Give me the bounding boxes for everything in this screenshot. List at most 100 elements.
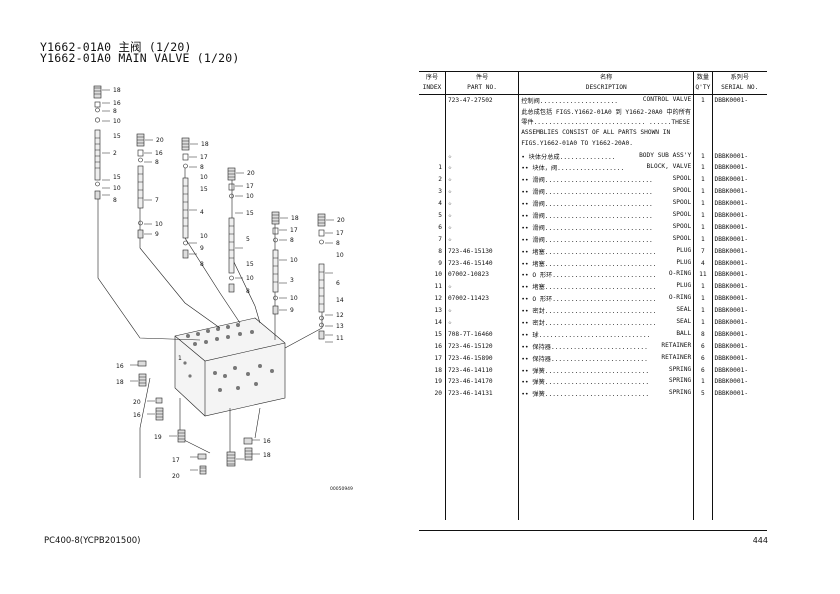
table-row: 5☆•• 滑阀.............................SPOO… [419,209,767,222]
cell-index: 19 [434,378,442,386]
cell-qty: 1 [693,94,713,107]
spool-column-4 [227,167,236,293]
svg-text:18: 18 [263,452,271,459]
cell-description: •• 堵塞..............................PLUG [518,257,694,269]
cell-index: 4 [438,200,442,208]
cell-serial: DBBK0001- [711,257,767,269]
table-bottom-rule [419,530,767,531]
svg-text:17: 17 [246,183,254,190]
svg-text:15: 15 [246,261,254,268]
cell-description: •• 保持器..........................RETAINER [518,352,694,365]
spool-column-1 [93,85,102,200]
svg-text:10: 10 [113,118,121,125]
svg-text:13: 13 [336,323,344,330]
cell-part-no: ☆ [444,209,519,222]
cell-serial: DBBK0001- [711,161,767,174]
cell-part-no: ☆ [444,197,519,210]
cell-index: 7 [438,235,442,243]
table-filler-row [419,399,767,520]
valve-block [174,317,286,417]
cell-index: 17 [434,354,442,362]
cell-index: 20 [434,390,442,398]
svg-text:9: 9 [200,245,204,252]
cell-qty: 1 [693,233,713,246]
cell-index: 13 [434,307,442,315]
svg-text:10: 10 [336,252,344,259]
svg-text:5: 5 [246,236,250,243]
cell-qty: 6 [693,364,713,376]
cell-serial: DBBK0001- [711,304,767,317]
cell-serial: DBBK0001- [711,376,767,388]
cell-description: •• 堵塞..............................PLUG [518,245,694,258]
cell-qty: 1 [693,150,713,162]
assembly-note-row: 此总成包括 FIGS.Y1662-01A0 到 Y1662-20A0 中的所有零… [419,106,767,151]
svg-text:18: 18 [201,141,209,148]
svg-text:16: 16 [263,438,271,445]
svg-text:10: 10 [200,174,208,181]
table-row: 7☆•• 滑阀.............................SPOO… [419,233,767,246]
cell-description: •• 弹簧............................SPRING [518,364,694,376]
cell-serial: DBBK0001- [711,173,767,186]
svg-text:12: 12 [336,312,344,319]
table-row: 14☆•• 密封..............................SE… [419,316,767,329]
svg-text:2: 2 [113,150,117,157]
svg-text:16: 16 [116,363,124,370]
svg-text:8: 8 [113,197,117,204]
svg-text:7: 7 [155,197,159,204]
svg-text:3: 3 [290,277,294,284]
cell-index: 2 [438,176,442,184]
cell-qty: 1 [693,304,713,317]
cell-description: •• 滑阀.............................SPOOL [518,185,694,198]
svg-text:10: 10 [290,257,298,264]
svg-text:18: 18 [291,215,299,222]
svg-text:16: 16 [133,412,141,419]
cell-part-no: 07002-11423 [444,292,519,305]
page-title-en: Y1662-01A0 MAIN VALVE (1/20) [40,51,240,65]
cell-qty: 1 [693,316,713,329]
svg-text:16: 16 [155,150,163,157]
assembly-note: 此总成包括 FIGS.Y1662-01A0 到 Y1662-20A0 中的所有零… [518,106,694,151]
cell-qty: 1 [693,209,713,222]
cell-part-no: 723-46-14110 [444,364,519,376]
spool-column-6 [317,213,326,340]
svg-text:8: 8 [200,261,204,268]
cell-qty: 5 [693,387,713,400]
cell-serial: DBBK0001- [711,280,767,293]
cell-description: •• 滑阀.............................SPOOL [518,221,694,234]
drawing-code: 00050949 [330,486,353,492]
cell-part-no: ☆ [444,304,519,317]
cell-serial: DBBK0001- [711,340,767,353]
svg-text:15: 15 [246,210,254,217]
cell-qty: 1 [693,376,713,388]
cell-index: 14 [434,318,442,326]
cell-qty: 6 [693,352,713,365]
cell-qty: 1 [693,280,713,293]
cell-part-no: ☆ [444,150,519,162]
cell-index: 5 [438,211,442,219]
cell-index: 10 [434,271,442,279]
cell-description: •• O 形环............................O-RIN… [518,268,694,281]
cell-part-no: ☆ [444,185,519,198]
cell-description: •• 滑阀.............................SPOOL [518,233,694,246]
cell-index: 9 [438,259,442,267]
svg-text:8: 8 [246,288,250,295]
cell-serial: DBBK0001- [711,292,767,305]
cell-part-no: 723-46-14131 [444,387,519,400]
cell-part-no: 07002-10823 [444,268,519,281]
cell-serial: DBBK0001- [711,352,767,365]
cell-index: 8 [438,247,442,255]
spool-column-5 [271,211,280,315]
cell-description: •• 块体，阀..................BLOCK, VALVE [518,161,694,174]
cell-qty: 1 [693,292,713,305]
svg-text:20: 20 [156,137,164,144]
cell-part-no: 723-46-15890 [444,352,519,365]
cell-qty: 11 [693,268,713,281]
